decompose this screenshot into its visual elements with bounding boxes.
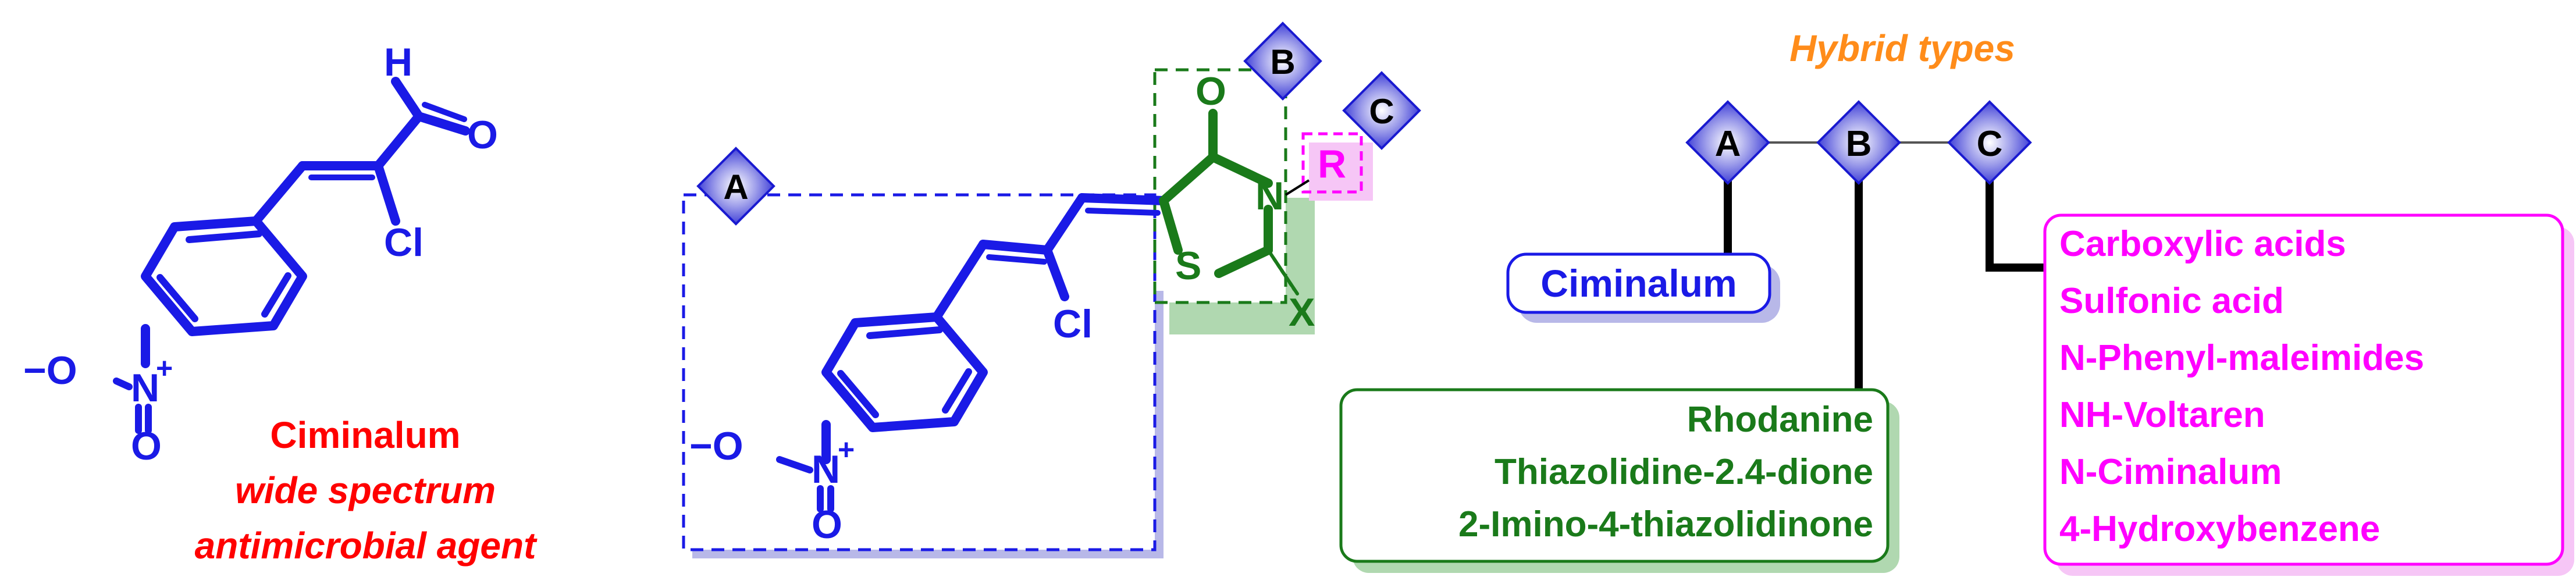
benzene-ring: [141, 216, 307, 336]
nitro-plus-sign-1: +: [156, 352, 173, 384]
r-group-label: R: [1318, 142, 1346, 186]
ring-n-label: N: [1255, 174, 1284, 218]
svg-text:C: C: [1977, 124, 2003, 164]
ring-bond-1: [1159, 152, 1218, 205]
svg-text:A: A: [1715, 124, 1741, 164]
region-a-box: [682, 193, 1157, 551]
tree-node-b: B: [1816, 100, 1901, 185]
box-a-group: Ciminalum: [1506, 252, 1780, 323]
marker-a-diamond: A: [696, 147, 775, 226]
nitro-o-bottom-2: O: [812, 503, 842, 547]
chlorine-label-2: Cl: [1053, 302, 1093, 346]
ciminalum-structure: H O Cl −O N + O Ciminalum wide spectrum …: [23, 40, 538, 567]
nitro-n-plus-1: N: [131, 366, 159, 410]
ciminalum-subtitle-2: antimicrobial agent: [195, 525, 538, 567]
box-c-item: N-Ciminalum: [2059, 452, 2282, 492]
diamond-icon: [696, 147, 775, 226]
svg-text:A: A: [723, 168, 748, 206]
ciminalum-subtitle-1: wide spectrum: [235, 469, 496, 511]
diamond-icon: [1816, 100, 1901, 185]
aldehyde-o-label: O: [467, 113, 498, 157]
hybrid-types-tree: Hybrid types A B C Ciminalum: [1339, 27, 2574, 576]
box-c-item: N-Phenyl-maleimides: [2059, 338, 2424, 378]
svg-text:C: C: [1369, 92, 1394, 131]
x-group-label: X: [1289, 290, 1315, 334]
box-b-group: Rhodanine Thiazolidine-2.4-dione 2-Imino…: [1339, 388, 1899, 573]
nitro-plus-sign-2: +: [838, 433, 855, 466]
box-c-item: Sulfonic acid: [2059, 281, 2284, 321]
nitro-o-minus-2: −O: [689, 424, 743, 468]
svg-text:B: B: [1270, 42, 1295, 81]
region-c-box: [1301, 132, 1363, 194]
box-c: [2043, 213, 2564, 566]
box-b-item: Rhodanine: [1687, 400, 1873, 440]
svg-text:B: B: [1846, 124, 1872, 164]
box-c-group: Carboxylic acids Sulfonic acid N-Phenyl-…: [2043, 213, 2574, 576]
benzene-ring-2: [821, 312, 988, 432]
tree-node-c: C: [1947, 100, 2032, 185]
nitro-n-plus-2: N: [812, 447, 840, 492]
box-a: [1506, 252, 1771, 314]
box-b: [1339, 388, 1890, 563]
region-b-box: [1153, 68, 1287, 304]
box-c-item: NH-Voltaren: [2059, 395, 2265, 435]
box-a-item: Ciminalum: [1540, 262, 1737, 305]
aldehyde-h-label: H: [384, 40, 412, 84]
carbonyl-o-label: O: [1196, 69, 1226, 113]
box-b-item: 2-Imino-4-thiazolidinone: [1458, 504, 1873, 544]
hybrid-scaffold-structure: Cl O N S X R −O N + O A B C: [682, 22, 1421, 558]
box-c-item: Carboxylic acids: [2059, 224, 2346, 264]
nitro-o-minus-1: −O: [23, 348, 77, 393]
marker-b-diamond: B: [1243, 22, 1322, 101]
diamond-icon: [1243, 22, 1322, 101]
diamond-icon: [1685, 100, 1770, 185]
diamond-icon: [1947, 100, 2032, 185]
ciminalum-name: Ciminalum: [270, 414, 460, 456]
chlorine-label-1: Cl: [384, 220, 424, 265]
region-b-shadow: [1169, 198, 1315, 334]
tree-node-a: A: [1685, 100, 1770, 185]
marker-c-diamond: C: [1342, 71, 1421, 150]
diamond-icon: [1342, 71, 1421, 150]
ring-s-label: S: [1175, 244, 1201, 288]
box-b-item: Thiazolidine-2.4-dione: [1495, 452, 1873, 492]
box-c-item: 4-Hydroxybenzene: [2059, 509, 2380, 549]
hybrid-types-title: Hybrid types: [1789, 27, 2015, 69]
